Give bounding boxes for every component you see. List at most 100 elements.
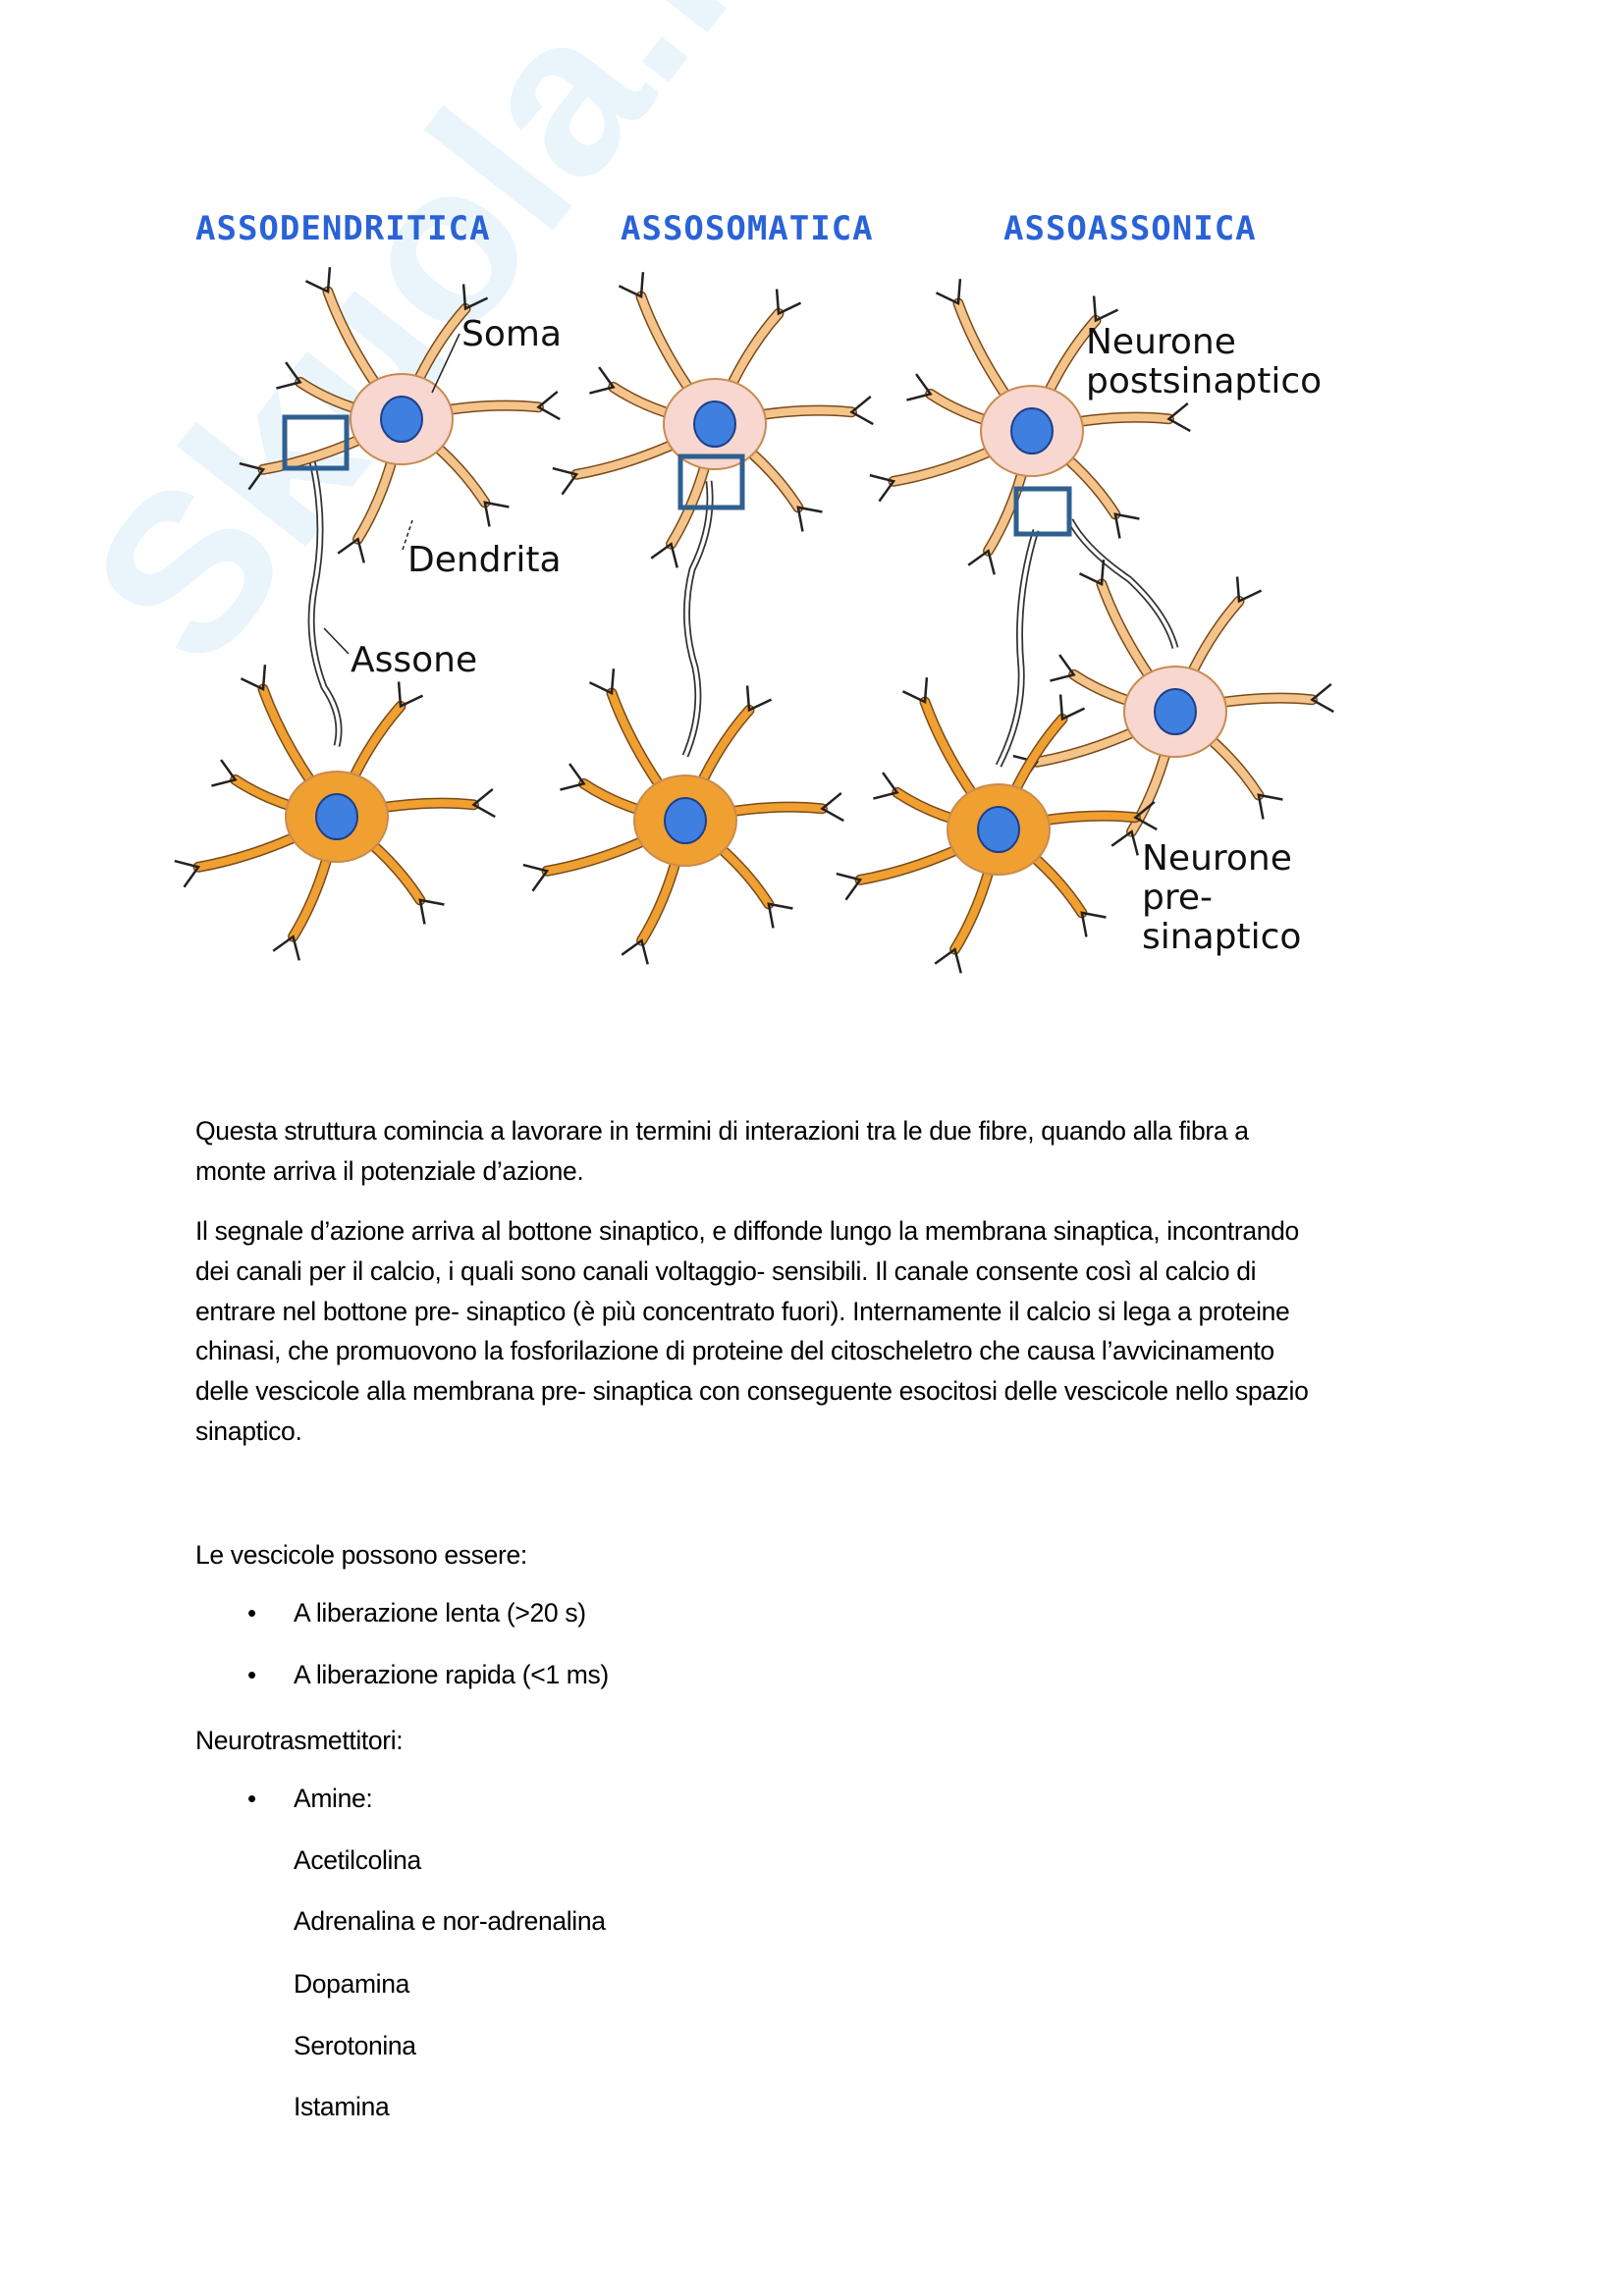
dendrite-branch	[1058, 694, 1086, 721]
synapse-highlight-box	[282, 414, 350, 471]
label-axon: Assone	[351, 640, 477, 680]
axon-inner	[683, 480, 712, 757]
neurons	[174, 267, 1334, 974]
heading-assodendritica: ASSODENDRITICA	[195, 209, 491, 248]
dendrite-branch	[1166, 401, 1191, 433]
dendrite-branch	[775, 289, 802, 316]
bullet-icon: •	[247, 1784, 257, 1813]
list-item: A liberazione rapida (<1 ms)	[294, 1660, 609, 1689]
dendrite-branch	[1235, 576, 1263, 604]
label-dendrite: Dendrita	[407, 540, 562, 580]
nucleus	[664, 797, 707, 844]
axon-inner	[997, 529, 1038, 767]
label-postsynaptic-line2: postsinaptico	[1086, 361, 1322, 401]
axon	[995, 528, 1040, 768]
dendrite-branch	[621, 938, 649, 965]
label-presynaptic-line3: sinaptico	[1142, 917, 1301, 957]
dendrite-branch	[536, 390, 561, 421]
dendrite-branch	[901, 677, 929, 705]
text-line: delle vescicole alla membrana pre- sinap…	[195, 1376, 1309, 1407]
text-line: monte arriva il potenziale d’azione.	[195, 1155, 584, 1186]
text-line: Il segnale d’azione arriva al bottone si…	[195, 1216, 1299, 1246]
neurotransmitters-title: Neurotrasmettitori:	[195, 1726, 404, 1755]
dendrite-branch	[1257, 793, 1283, 820]
dendrite-branch	[1050, 654, 1076, 682]
paragraph-1: Questa struttura comincia a lavorare in …	[195, 1111, 1249, 1192]
dendrite-branch	[1080, 911, 1107, 937]
synapse-highlight-box	[677, 454, 745, 510]
dendrite-branch	[239, 461, 266, 491]
synapse-types-diagram: ASSODENDRITICA ASSOSOMATICA ASSOASSONICA…	[174, 209, 1334, 974]
list-item: A liberazione lenta (>20 s)	[294, 1598, 586, 1628]
dendrite-branch	[934, 947, 962, 974]
text-line: chinasi, che promuovono la fosforilazion…	[195, 1336, 1274, 1366]
dendrite-branch	[1092, 295, 1119, 323]
sub-item: Serotonina	[294, 2031, 416, 2060]
bullet-icon: •	[247, 1598, 257, 1628]
sub-item: Acetilcolina	[294, 1845, 421, 1875]
dendrite-branch	[272, 934, 300, 961]
nucleus	[1154, 688, 1197, 735]
sub-item: Dopamina	[294, 1969, 409, 1999]
label-postsynaptic-line1: Neurone	[1086, 322, 1236, 362]
dendrite-branch	[560, 763, 586, 791]
dendrite-branch	[304, 267, 332, 294]
dendrite-branch	[796, 506, 823, 532]
pointer-soma	[431, 333, 460, 394]
dendrite-branch	[552, 466, 579, 496]
axon-inner	[309, 460, 341, 747]
list-item: Amine:	[294, 1784, 373, 1813]
dendrite-branch	[767, 902, 793, 929]
dendrite-branch	[522, 863, 550, 892]
dendrite-branch	[650, 542, 678, 568]
dendrite-branch	[1310, 682, 1334, 714]
dendrite-branch	[618, 272, 645, 299]
paragraph-2: Il segnale d’azione arriva al bottone si…	[195, 1211, 1309, 1452]
nucleus	[977, 806, 1020, 853]
dendrite-branch	[418, 898, 445, 925]
text-line: entrare nel bottone pre- sinaptico (è pi…	[195, 1296, 1290, 1326]
dendrite-branch	[1078, 560, 1106, 587]
dendrite-branch	[906, 373, 933, 401]
pointer-dendrite	[402, 519, 413, 551]
sub-item: Istamina	[294, 2092, 390, 2121]
dendrite-branch	[869, 473, 896, 503]
dendrite-branch	[589, 366, 616, 395]
nucleus	[693, 400, 736, 448]
sub-item: Adrenalina e nor-adrenalina	[294, 1906, 606, 1936]
dendrite-branch	[276, 361, 302, 390]
dendrite-branch	[397, 681, 424, 709]
dendrite-branch	[1133, 800, 1158, 831]
dendrite-branch	[1110, 829, 1139, 856]
dendrite-branch	[1113, 512, 1140, 539]
dendrite-branch	[337, 537, 365, 563]
dendrite-branch	[588, 668, 616, 696]
dendrite-branch	[967, 549, 996, 575]
label-presynaptic-line1: Neurone	[1142, 838, 1292, 879]
dendrite-branch	[461, 284, 489, 311]
synapse-highlight-box	[1013, 486, 1072, 537]
dendrite-branch	[873, 772, 899, 800]
text-line: sinaptico.	[195, 1415, 302, 1446]
heading-assoassonica: ASSOASSONICA	[1003, 209, 1257, 248]
axon-inner	[1068, 519, 1177, 649]
text-line: Questa struttura comincia a lavorare in …	[195, 1116, 1249, 1146]
dendrite-branch	[820, 791, 844, 823]
dendrite-branch	[211, 759, 238, 787]
nucleus	[315, 793, 358, 840]
dendrite-branch	[471, 787, 496, 819]
dendrite-branch	[836, 872, 863, 901]
label-soma: Soma	[461, 314, 562, 354]
heading-assosomatica: ASSOSOMATICA	[621, 209, 874, 248]
dendrite-branch	[849, 395, 874, 426]
dendrite-branch	[935, 279, 962, 306]
bullet-icon: •	[247, 1660, 257, 1689]
dendrite-branch	[240, 665, 267, 692]
dendrite-branch	[483, 501, 510, 527]
dendrite-branch	[745, 685, 773, 713]
label-presynaptic-line2: pre-	[1142, 878, 1213, 918]
dendrite-branch	[174, 859, 201, 888]
vesicles-intro: Le vescicole possono essere:	[195, 1540, 527, 1570]
pointer-axon	[323, 627, 350, 655]
text-line: dei canali per il calcio, i quali sono c…	[195, 1255, 1257, 1286]
